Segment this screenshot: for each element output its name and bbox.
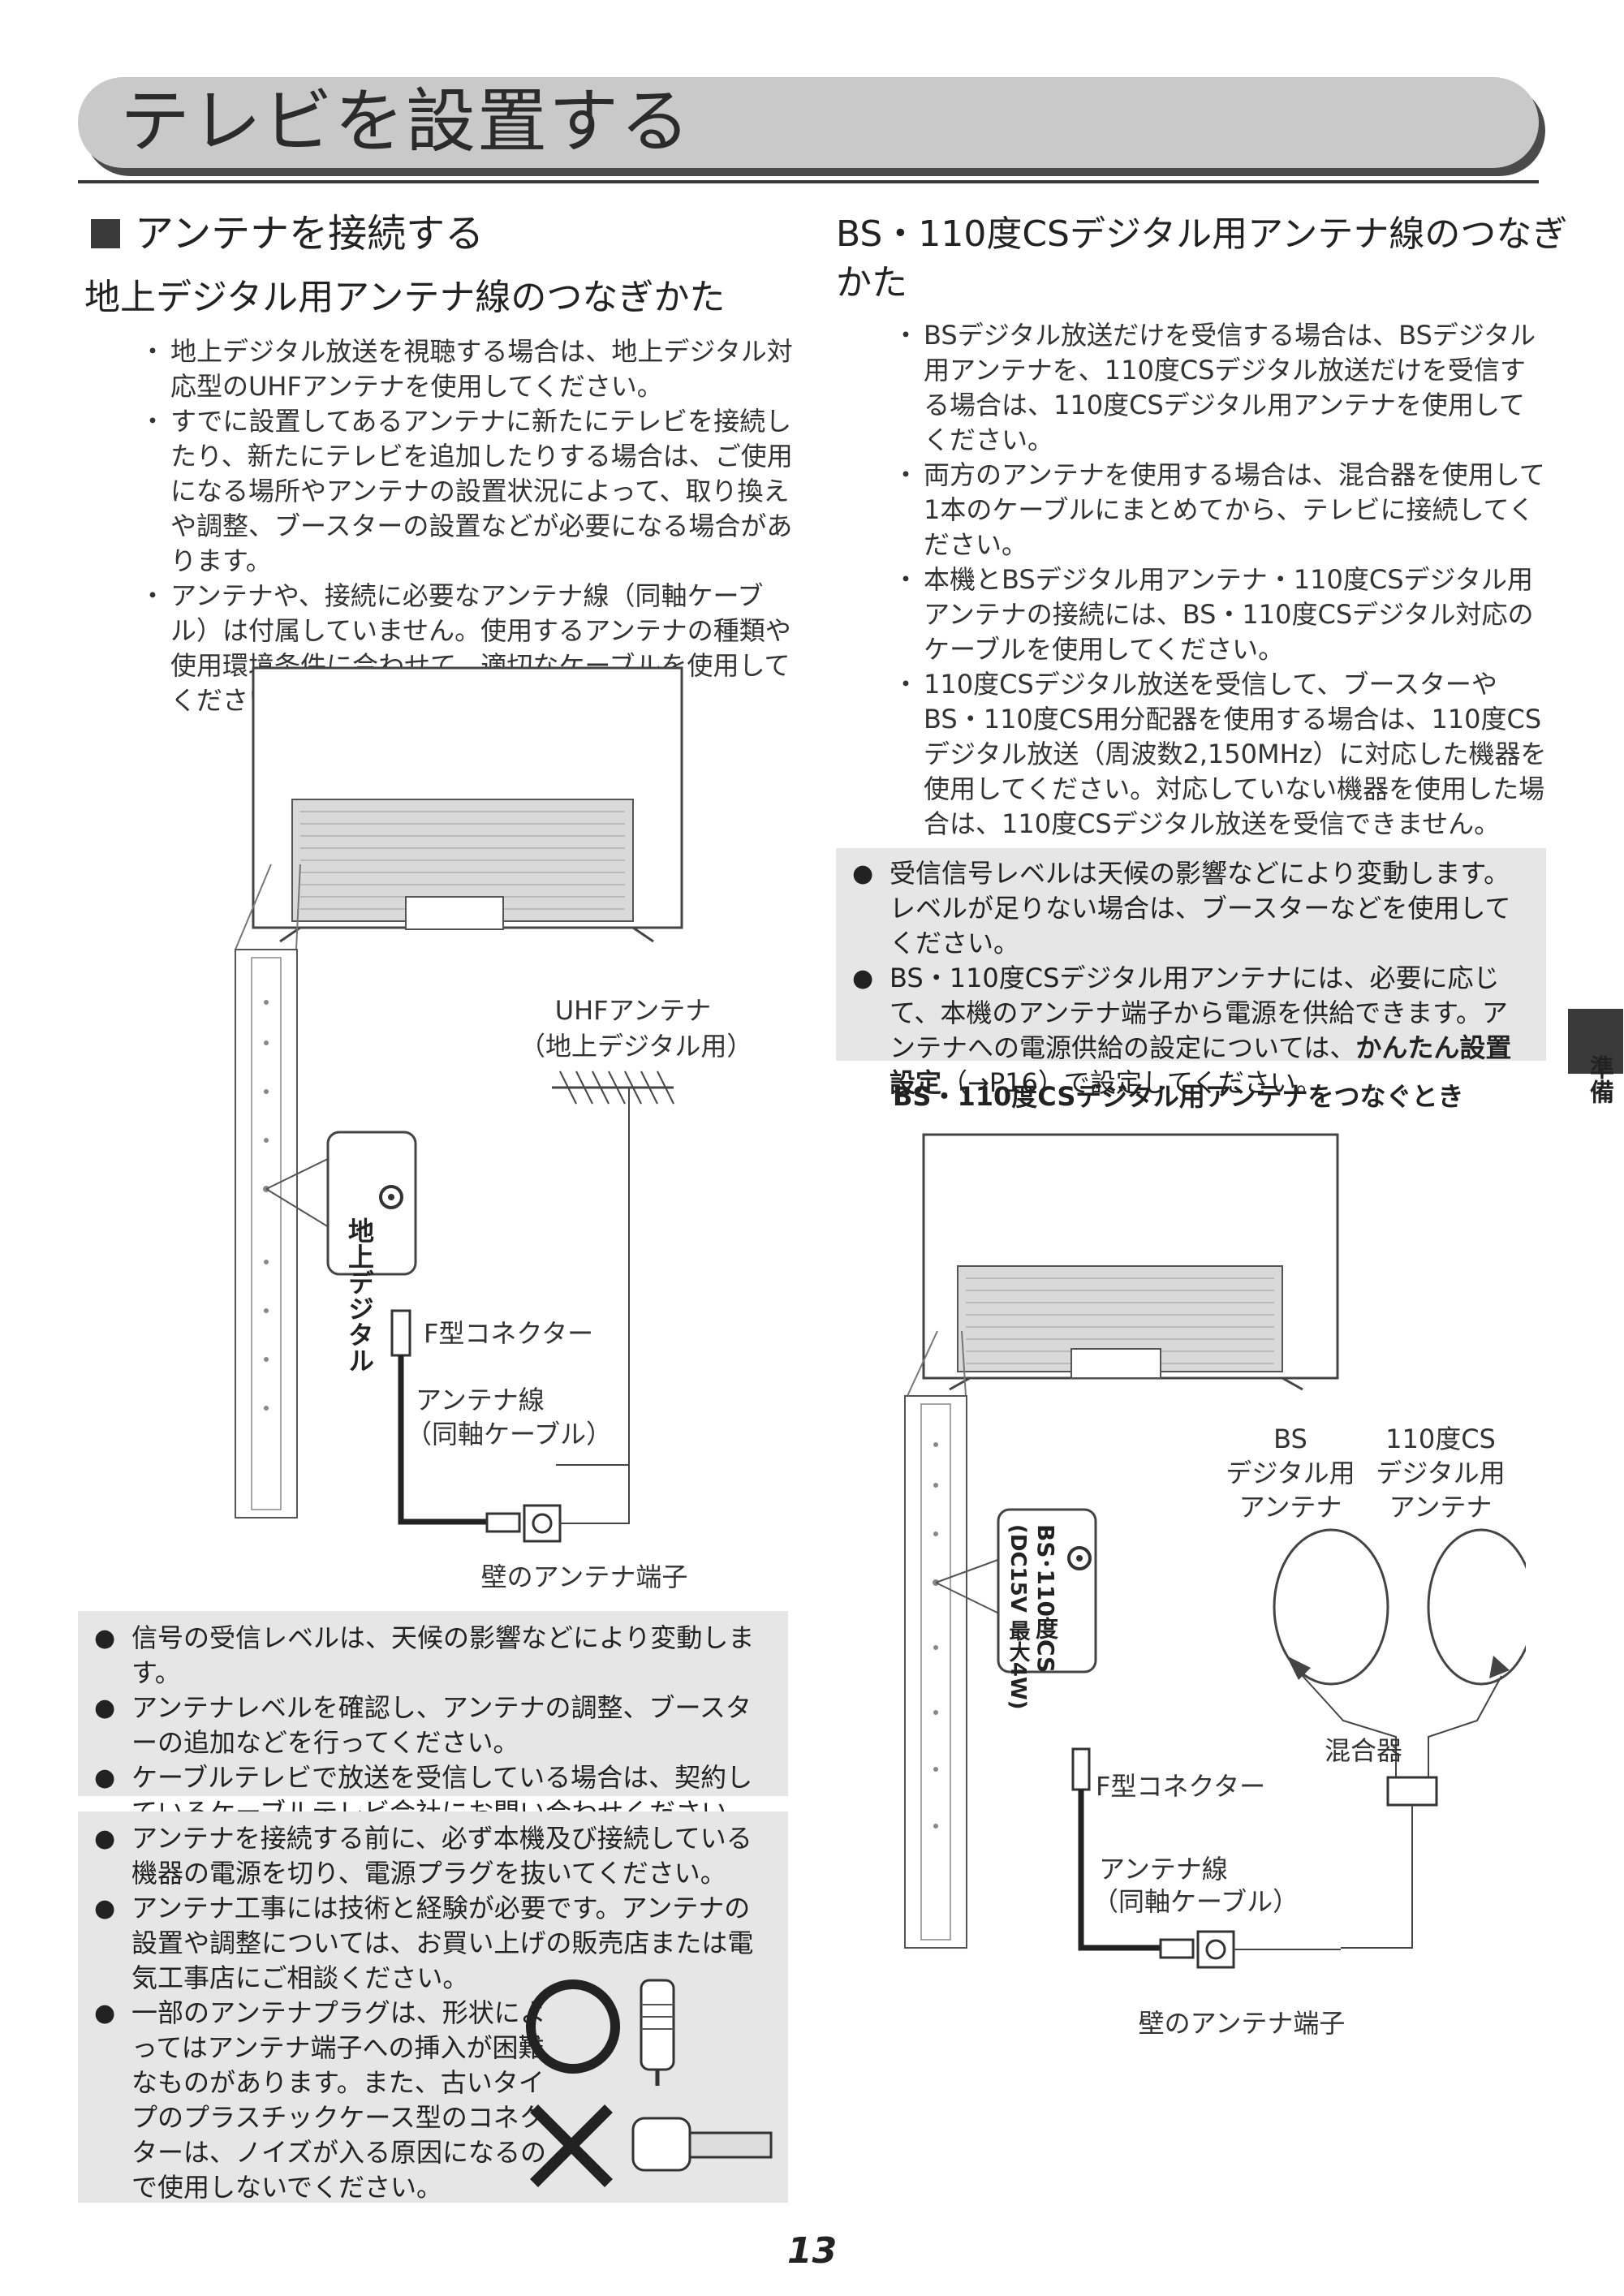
sub-heading-bs-cs-cont: かた xyxy=(836,262,907,304)
list-item: 地上デジタル放送を視聴する場合は、地上デジタル対応型のUHFアンテナを使用してく… xyxy=(140,334,794,404)
note-box-reception: 信号の受信レベルは、天候の影響などにより変動します。 アンテナレベルを確認し、ア… xyxy=(78,1611,788,1828)
sub-heading-bs-cs: BS・110度CSデジタル用アンテナ線のつなぎ xyxy=(836,213,1568,255)
note-text: （→P16）で設定してください。 xyxy=(941,1067,1322,1098)
old-plug-icon xyxy=(631,2117,691,2172)
page-title: テレビを設置する xyxy=(120,81,691,162)
mixer-label: 混合器 xyxy=(1324,1735,1402,1766)
section-heading: アンテナを接続する xyxy=(91,209,484,258)
wall-jack-label: 壁のアンテナ端子 xyxy=(480,1562,688,1592)
chapter-tab-label: 準備 xyxy=(1585,1055,1613,1104)
bs-cs-diagram-title: BS・110度CSデジタル用アンテナをつなぐとき xyxy=(893,1081,1464,1112)
note-item: アンテナレベルを確認し、アンテナの調整、ブースターの追加などを行ってください。 xyxy=(93,1691,770,1760)
note-text: BS・110度CSデジタル用アンテナには、必要に応じて、本機のアンテナ端子から電… xyxy=(890,963,1508,1063)
cs-antenna-label: アンテナ xyxy=(1389,1492,1493,1523)
bs-antenna-label: デジタル用 xyxy=(1226,1458,1355,1488)
page-number: 13 xyxy=(787,2230,838,2272)
square-icon xyxy=(91,219,120,248)
terrestrial-callout-label: 地上デジタル xyxy=(344,1217,375,1373)
list-item: すでに設置してあるアンテナに新たにテレビを接続したり、新たにテレビを追加したりす… xyxy=(140,404,794,579)
cable-label-sub: （同軸ケーブル） xyxy=(406,1419,613,1450)
antenna-label: UHFアンテナ xyxy=(554,995,712,1026)
terminal-strip xyxy=(235,949,298,1518)
wall-jack-icon xyxy=(523,1504,562,1543)
note-item: 信号の受信レベルは、天候の影響などにより変動します。 xyxy=(93,1621,770,1691)
cs-antenna-label: デジタル用 xyxy=(1376,1458,1506,1488)
bs-dish-icon xyxy=(1273,1528,1389,1686)
f-connector-label: F型コネクター xyxy=(424,1318,594,1349)
cs-dish-icon xyxy=(1427,1528,1526,1686)
f-connector-icon xyxy=(1071,1747,1091,1791)
terrestrial-connection-diagram xyxy=(235,666,683,1543)
mixer-icon xyxy=(1386,1776,1438,1807)
plug-ok-ng-illustration xyxy=(526,1979,773,2187)
list-item: 本機とBSデジタル用アンテナ・110度CSデジタル用アンテナの接続には、BS・1… xyxy=(893,562,1547,667)
wall-jack-label: 壁のアンテナ端子 xyxy=(1138,2008,1346,2039)
note-item: 受信信号レベルは天候の影響などにより変動します。レベルが足りない場合は、ブースタ… xyxy=(851,856,1530,961)
note-box-bs-cs: 受信信号レベルは天候の影響などにより変動します。レベルが足りない場合は、ブースタ… xyxy=(836,848,1546,1098)
bs-cs-callout-label: BS･110度CS xyxy=(1032,1524,1059,1674)
note-item: アンテナを接続する前に、必ず本機及び接続している機器の電源を切り、電源プラグを抜… xyxy=(93,1821,770,1891)
cs-antenna-label: 110度CS xyxy=(1385,1424,1496,1454)
note-item: BS・110度CSデジタル用アンテナには、必要に応じて、本機のアンテナ端子から電… xyxy=(851,961,1530,1101)
bs-antenna-label: アンテナ xyxy=(1238,1492,1342,1523)
f-connector-label: F型コネクター xyxy=(1096,1771,1266,1802)
chapter-tab xyxy=(1568,1009,1623,1074)
f-connector-icon xyxy=(390,1309,411,1357)
bs-cs-bullets: BSデジタル放送だけを受信する場合は、BSデジタル用アンテナを、110度CSデジ… xyxy=(893,318,1547,842)
tv-stand-mount xyxy=(405,896,504,930)
setting-link-text: かんたん設置設定 xyxy=(890,1032,1512,1098)
callout-box xyxy=(326,1131,417,1276)
cable-label: アンテナ線 xyxy=(416,1385,545,1415)
header-rule xyxy=(78,180,1539,183)
list-item: 110度CSデジタル放送を受信して、ブースターやBS・110度CS用分配器を使用… xyxy=(893,667,1547,842)
terminal-strip xyxy=(904,1395,967,1949)
note-item: 一部のアンテナプラグは、形状によってはアンテナ端子への挿入が困難なものがあります… xyxy=(93,1996,562,2205)
note-item: アンテナ工事には技術と経験が必要です。アンテナの設置や調整については、お買い上げ… xyxy=(93,1891,770,1996)
bs-cs-connection-diagram xyxy=(904,1133,1526,1969)
bs-antenna-label: BS xyxy=(1273,1424,1307,1454)
section-heading-text: アンテナを接続する xyxy=(135,211,485,256)
cable-label-sub: （同軸ケーブル） xyxy=(1092,1886,1299,1917)
straight-plug-icon xyxy=(640,1979,675,2071)
wall-jack-icon xyxy=(1196,1930,1235,1969)
list-item: 両方のアンテナを使用する場合は、混合器を使用して1本のケーブルにまとめてから、テ… xyxy=(893,458,1547,562)
ok-circle-icon xyxy=(526,1979,620,2074)
antenna-jack-icon xyxy=(1067,1546,1092,1570)
list-item: BSデジタル放送だけを受信する場合は、BSデジタル用アンテナを、110度CSデジ… xyxy=(893,318,1547,458)
cable-label: アンテナ線 xyxy=(1099,1854,1228,1885)
sub-heading-terrestrial: 地上デジタル用アンテナ線のつなぎかた xyxy=(84,277,726,318)
title-banner xyxy=(78,77,1539,168)
antenna-label-sub: （地上デジタル用） xyxy=(519,1031,753,1062)
bs-cs-callout-power: (DC15V 最大4W) xyxy=(1006,1524,1030,1710)
antenna-jack-icon xyxy=(379,1185,403,1209)
